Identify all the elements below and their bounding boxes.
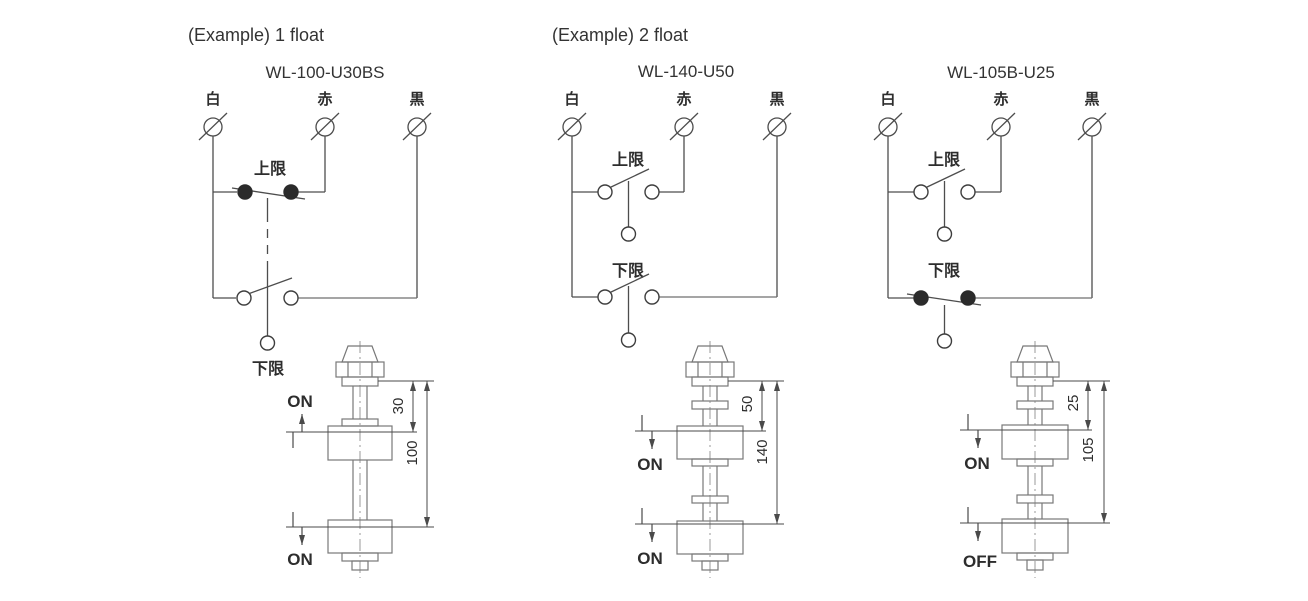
end-nut bbox=[351, 560, 369, 571]
terminal-red-icon bbox=[310, 112, 340, 141]
terminal-black-label: 黒 bbox=[409, 91, 424, 108]
upper-state-on: ON bbox=[287, 392, 313, 411]
upper-level-marker bbox=[641, 415, 655, 449]
terminal-red-label: 赤 bbox=[993, 90, 1008, 108]
terminal-red-icon bbox=[986, 112, 1016, 141]
dimension-lines bbox=[635, 380, 784, 525]
float-retainer bbox=[1016, 458, 1054, 467]
stop-collar-upper bbox=[1016, 400, 1054, 410]
terminal-white-label: 白 bbox=[564, 90, 579, 108]
example-2-float-header: (Example) 2 float bbox=[552, 25, 688, 45]
contact-open-icon bbox=[597, 289, 613, 305]
diagram-wl-105b-u25: WL-105B-U25 白 赤 黒 上限 下限 bbox=[873, 63, 1110, 578]
float-retainer bbox=[691, 458, 729, 467]
terminal-black-icon bbox=[1077, 112, 1107, 141]
lower-limit-switch-closed bbox=[906, 290, 982, 306]
terminal-white-icon bbox=[557, 112, 587, 141]
dimension-overall-value: 140 bbox=[754, 439, 771, 464]
terminal-white-label: 白 bbox=[205, 90, 220, 108]
terminal-white-icon bbox=[873, 112, 903, 141]
upper-limit-switch-open bbox=[913, 168, 976, 200]
stop-collar-upper bbox=[691, 400, 729, 410]
stop-collar-lower bbox=[691, 495, 729, 504]
float-actuator-icon bbox=[936, 226, 953, 242]
lower-limit-label: 下限 bbox=[252, 360, 285, 378]
dimension-lines bbox=[286, 380, 434, 528]
dimension-overall-value: 100 bbox=[404, 440, 421, 465]
terminal-black-icon bbox=[762, 112, 792, 141]
contact-open-icon bbox=[283, 290, 299, 306]
contact-open-icon bbox=[644, 289, 660, 305]
contact-closed-icon bbox=[913, 290, 929, 306]
model-title: WL-140-U50 bbox=[638, 62, 734, 81]
mount-washer bbox=[691, 376, 729, 387]
terminal-black-icon bbox=[402, 112, 432, 141]
lower-limit-switch-open bbox=[597, 273, 660, 305]
terminal-black-label: 黒 bbox=[1084, 91, 1099, 108]
float-actuator-icon bbox=[936, 333, 953, 349]
upper-limit-label: 上限 bbox=[254, 160, 287, 178]
upper-limit-label: 上限 bbox=[612, 151, 645, 169]
end-nut bbox=[1026, 559, 1044, 571]
contact-closed-icon bbox=[283, 184, 299, 200]
lower-state-on: ON bbox=[287, 550, 313, 569]
float-switch-drawing bbox=[676, 341, 744, 578]
circuit-wires bbox=[212, 136, 418, 299]
model-title: WL-100-U30BS bbox=[265, 63, 384, 82]
lower-level-marker bbox=[641, 508, 655, 542]
upper-state-on: ON bbox=[637, 455, 663, 474]
contact-open-icon bbox=[960, 184, 976, 200]
lower-level-marker bbox=[967, 507, 981, 541]
dimension-lines bbox=[960, 380, 1110, 524]
contact-open-icon bbox=[597, 184, 613, 200]
diagram-wl-140-u50: WL-140-U50 白 赤 黒 上限 下限 bbox=[557, 62, 792, 578]
mount-washer bbox=[1016, 376, 1054, 387]
dimension-upper-value: 50 bbox=[739, 396, 756, 413]
end-nut bbox=[701, 560, 719, 571]
float-switch-drawing bbox=[327, 341, 393, 578]
dimension-overall-value: 105 bbox=[1080, 437, 1097, 462]
example-1-float-header: (Example) 1 float bbox=[188, 25, 324, 45]
contact-closed-icon bbox=[960, 290, 976, 306]
upper-state-on: ON bbox=[964, 454, 990, 473]
lower-state-on: ON bbox=[637, 549, 663, 568]
upper-level-marker bbox=[967, 414, 981, 448]
contact-closed-icon bbox=[237, 184, 253, 200]
lower-limit-label: 下限 bbox=[612, 262, 645, 280]
lower-limit-switch-open bbox=[236, 277, 299, 306]
float-actuator-icon bbox=[620, 332, 637, 348]
terminal-white-label: 白 bbox=[880, 90, 895, 108]
terminal-red-icon bbox=[669, 112, 699, 141]
float-actuator-icon bbox=[259, 335, 276, 351]
float-actuator-icon bbox=[620, 226, 637, 242]
circuit-wires bbox=[571, 136, 778, 298]
lower-state-off: OFF bbox=[963, 552, 997, 571]
contact-open-icon bbox=[913, 184, 929, 200]
dimension-upper-value: 25 bbox=[1065, 395, 1082, 412]
dimension-upper-value: 30 bbox=[390, 398, 407, 415]
upper-limit-switch-open bbox=[597, 168, 660, 200]
float-switch-drawing bbox=[1001, 341, 1069, 578]
upper-limit-switch-closed bbox=[231, 184, 306, 200]
circuit-wires bbox=[887, 136, 1093, 299]
terminal-red-label: 赤 bbox=[676, 90, 691, 108]
lower-level-marker bbox=[292, 512, 305, 545]
diagram-wl-100-u30bs: WL-100-U30BS 白 赤 黒 上限 bbox=[198, 63, 434, 578]
contact-open-icon bbox=[236, 290, 252, 306]
upper-float bbox=[327, 425, 393, 461]
terminal-black-label: 黒 bbox=[769, 91, 784, 108]
lower-limit-label: 下限 bbox=[928, 262, 961, 280]
mount-washer bbox=[341, 376, 379, 387]
model-title: WL-105B-U25 bbox=[947, 63, 1055, 82]
contact-open-icon bbox=[644, 184, 660, 200]
upper-level-marker bbox=[292, 414, 305, 448]
terminal-red-label: 赤 bbox=[317, 90, 332, 108]
stop-collar-lower bbox=[1016, 494, 1054, 504]
terminal-white-icon bbox=[198, 112, 228, 141]
upper-limit-label: 上限 bbox=[928, 151, 961, 169]
